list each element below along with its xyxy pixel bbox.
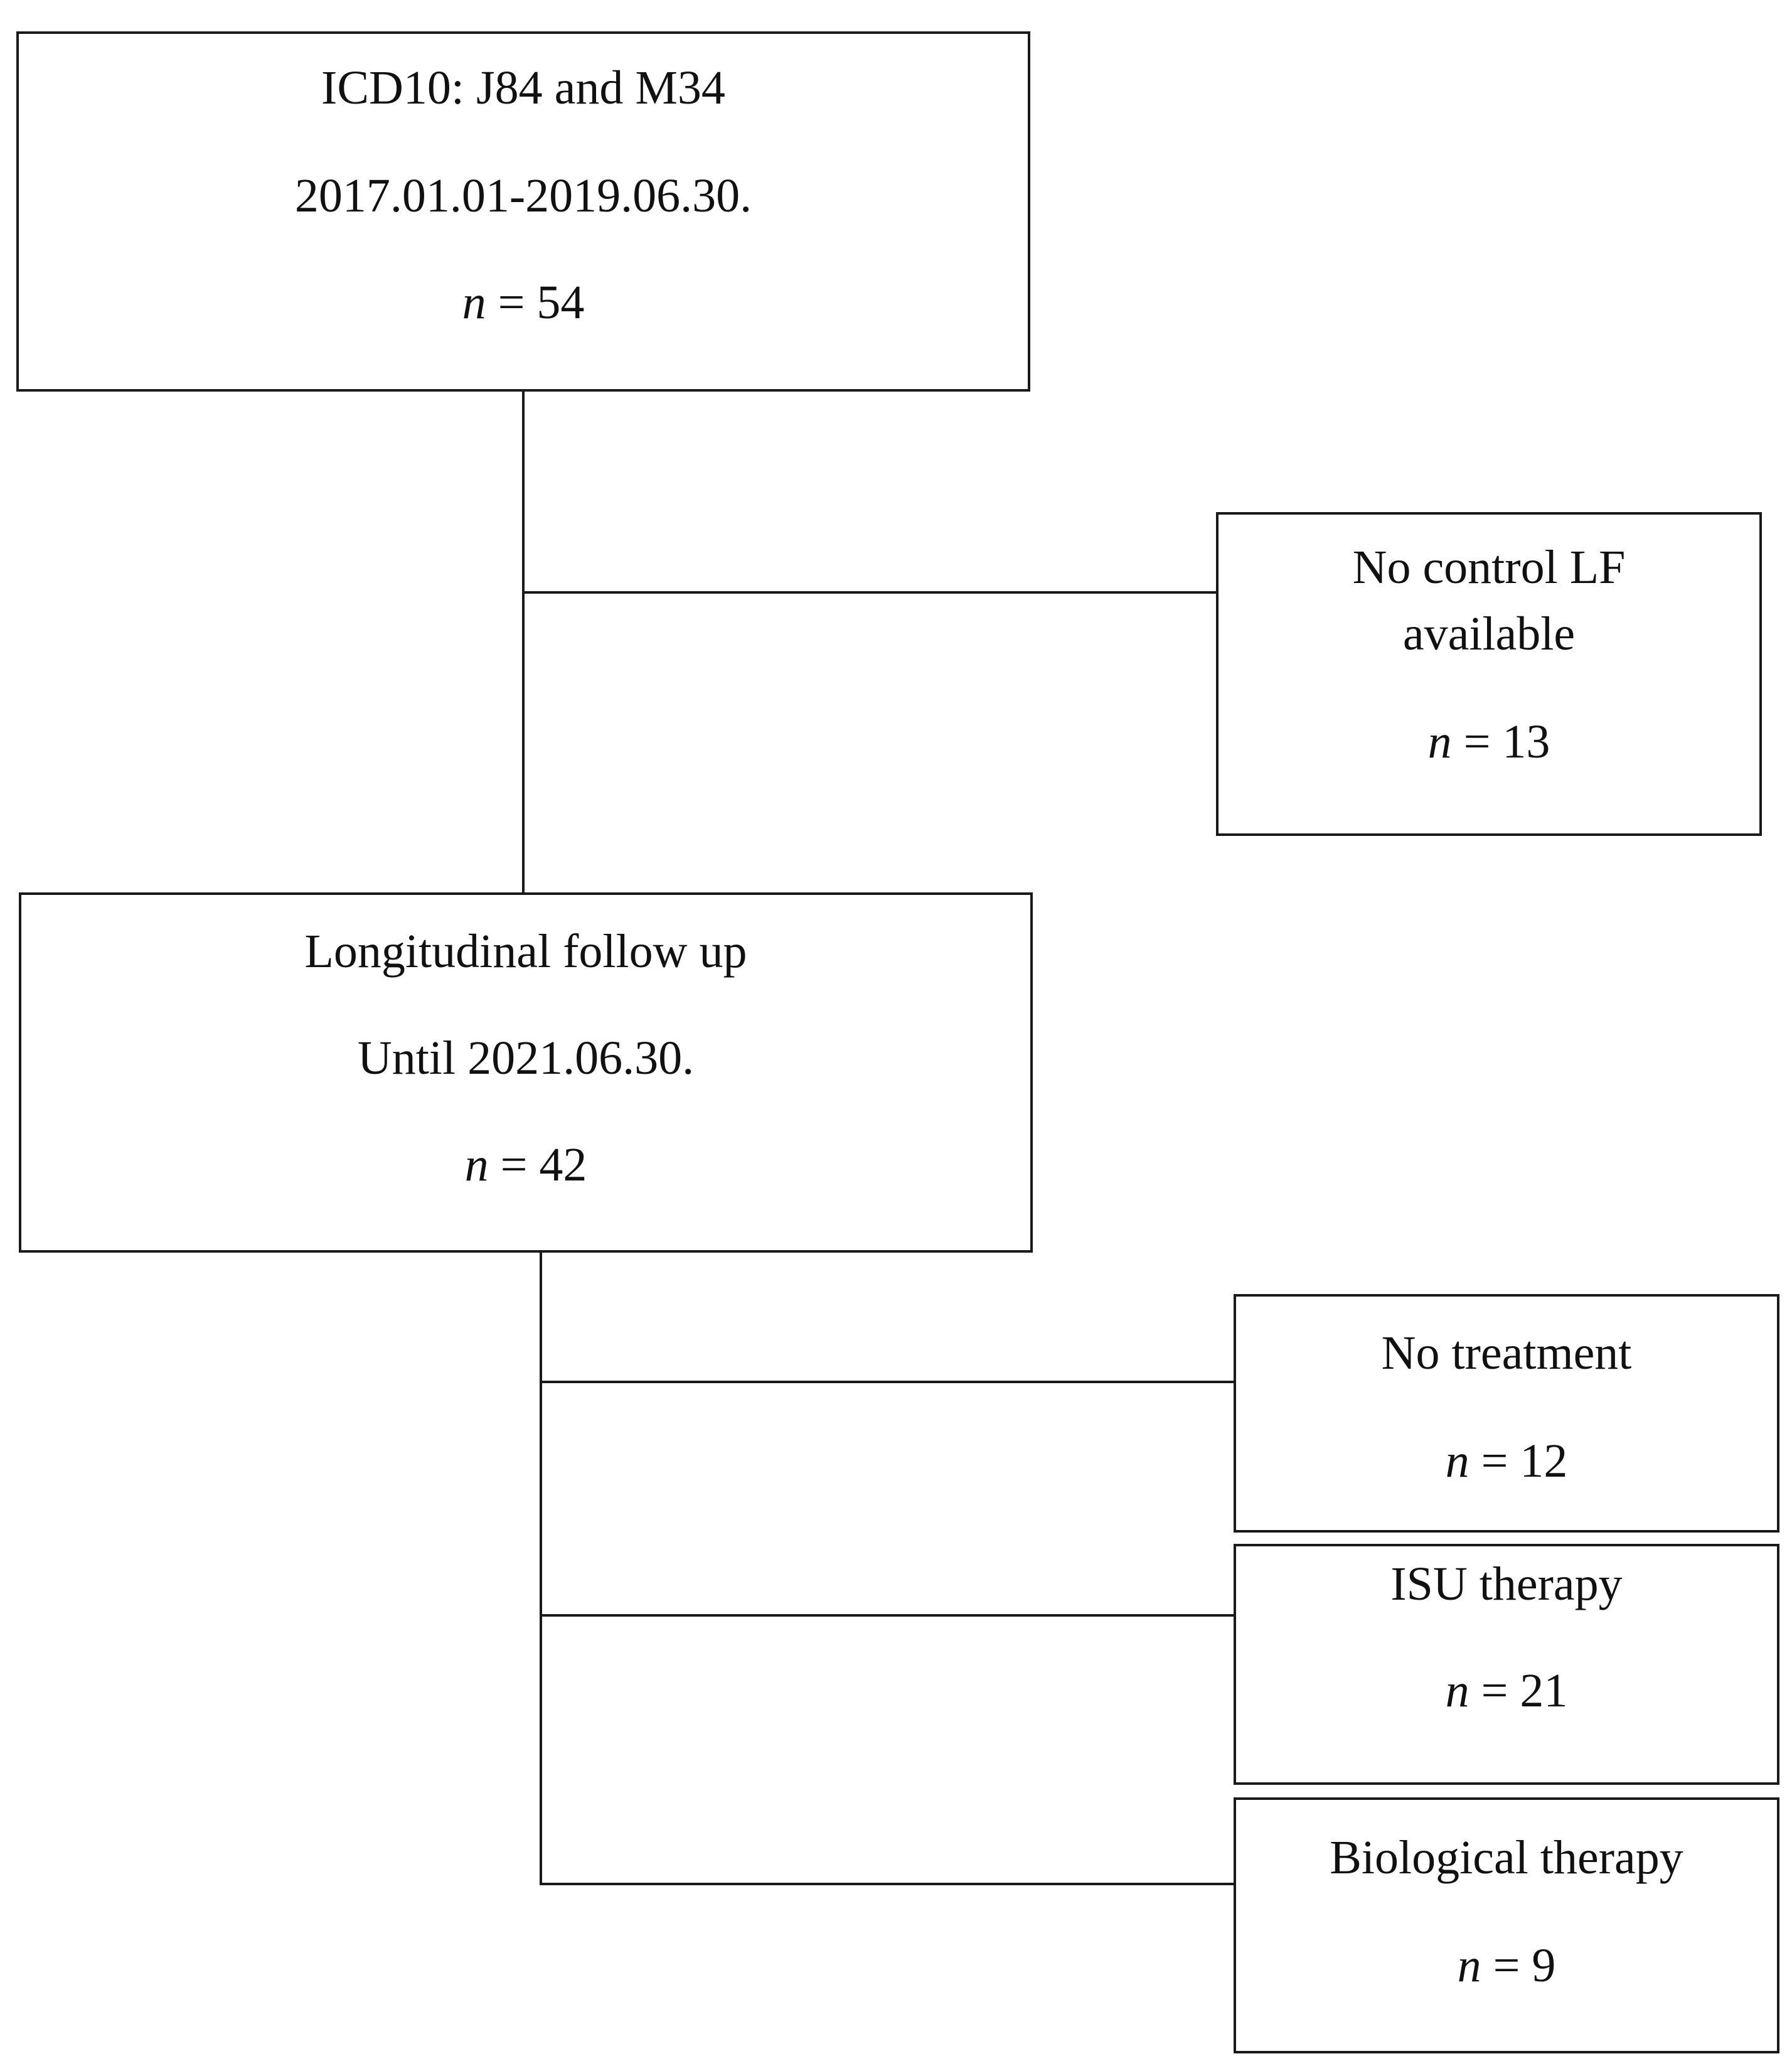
biological-therapy-count: n = 9: [1236, 1942, 1777, 1989]
isu-therapy-label: ISU therapy: [1390, 1558, 1623, 1610]
no-treatment-count-value: = 12: [1469, 1435, 1568, 1487]
isu-therapy-box: ISU therapy n = 21: [1234, 1544, 1779, 1785]
cohort-box: ICD10: J84 and M34 2017.01.01-2019.06.30…: [16, 31, 1030, 392]
biological-therapy-box: Biological therapy n = 9: [1234, 1797, 1779, 2053]
biological-therapy-label: Biological therapy: [1330, 1831, 1683, 1884]
connector-to-excluded: [522, 591, 1216, 594]
cohort-count: n = 54: [19, 279, 1028, 326]
cohort-criteria: ICD10: J84 and M34: [321, 62, 725, 114]
excluded-count-value: = 13: [1451, 715, 1550, 768]
connector-to-isu-therapy: [540, 1614, 1234, 1617]
connector-followup-branch: [540, 1251, 542, 1885]
excluded-reason-line2: available: [1402, 607, 1576, 660]
connector-to-no-treatment: [540, 1381, 1234, 1383]
n-symbol: n: [462, 276, 486, 329]
no-treatment-box: No treatment n = 12: [1234, 1294, 1779, 1533]
followup-count: n = 42: [21, 1141, 1030, 1189]
cohort-period: 2017.01.01-2019.06.30.: [294, 169, 752, 222]
no-treatment-count: n = 12: [1236, 1437, 1777, 1485]
excluded-box: No control LF available n = 13: [1216, 512, 1762, 836]
followup-count-value: = 42: [488, 1138, 587, 1191]
isu-therapy-count-value: = 21: [1469, 1664, 1568, 1717]
followup-title: Longitudinal follow up: [304, 925, 747, 978]
n-symbol: n: [464, 1138, 489, 1191]
n-symbol: n: [1445, 1664, 1469, 1717]
excluded-reason-line1: No control LF: [1352, 541, 1626, 594]
n-symbol: n: [1457, 1939, 1481, 1992]
excluded-count: n = 13: [1219, 718, 1759, 766]
connector-cohort-to-followup: [522, 390, 525, 894]
cohort-count-value: = 54: [486, 276, 585, 329]
isu-therapy-count: n = 21: [1236, 1667, 1777, 1715]
n-symbol: n: [1445, 1435, 1469, 1487]
connector-to-biological-therapy: [540, 1883, 1234, 1885]
biological-therapy-count-value: = 9: [1481, 1939, 1556, 1992]
n-symbol: n: [1427, 715, 1452, 768]
followup-period: Until 2021.06.30.: [357, 1032, 695, 1084]
no-treatment-label: No treatment: [1381, 1327, 1632, 1379]
followup-box: Longitudinal follow up Until 2021.06.30.…: [19, 892, 1033, 1253]
